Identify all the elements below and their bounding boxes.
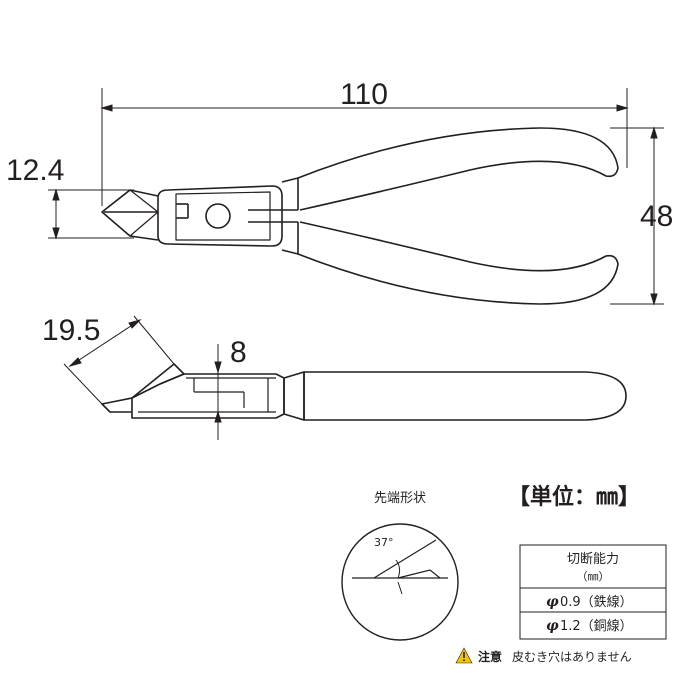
unit-label: 【単位：㎜】 [508, 484, 640, 510]
dimension-head-width [48, 188, 134, 240]
capacity-row-symbol: φ [546, 618, 559, 634]
plier-top-view [101, 127, 619, 305]
length-label: 110 [340, 78, 388, 111]
side-handle-outline [303, 371, 627, 421]
head-width-label: 12.4 [6, 154, 64, 187]
cutting-jaw [101, 189, 159, 241]
cutting-capacity-table [519, 544, 667, 640]
capacity-row-value: 0.9（鉄線） [560, 594, 633, 610]
side-jaw [101, 363, 185, 413]
warning-icon [455, 647, 473, 664]
capacity-row-value: 1.2（銅線） [560, 618, 633, 634]
tip-angle-label: 37° [374, 536, 394, 549]
pivot-block [157, 185, 283, 247]
pivot-screw [205, 203, 231, 229]
dimension-height [610, 126, 664, 306]
tip-shape-detail [341, 523, 459, 641]
thickness-label: 8 [230, 336, 247, 369]
lower-handle-outline [297, 221, 619, 305]
note-label: 注意 [478, 649, 502, 664]
plier-side-view [101, 363, 627, 421]
upper-handle-outline [297, 127, 619, 211]
jaw-length-label: 19.5 [42, 314, 100, 347]
dimension-thickness [214, 344, 222, 440]
capacity-header: 切断能力 [567, 552, 619, 567]
note-text: 皮むき穴はありません [512, 649, 632, 664]
height-label: 48 [640, 200, 673, 233]
tip-shape-title: 先端形状 [374, 491, 426, 506]
tip-detail-circle [341, 523, 459, 641]
capacity-header-unit: （㎜） [577, 570, 610, 583]
capacity-row-symbol: φ [546, 594, 559, 610]
side-body [131, 373, 285, 419]
dimension-length [100, 88, 629, 206]
dimension-jaw-length [63, 315, 175, 405]
